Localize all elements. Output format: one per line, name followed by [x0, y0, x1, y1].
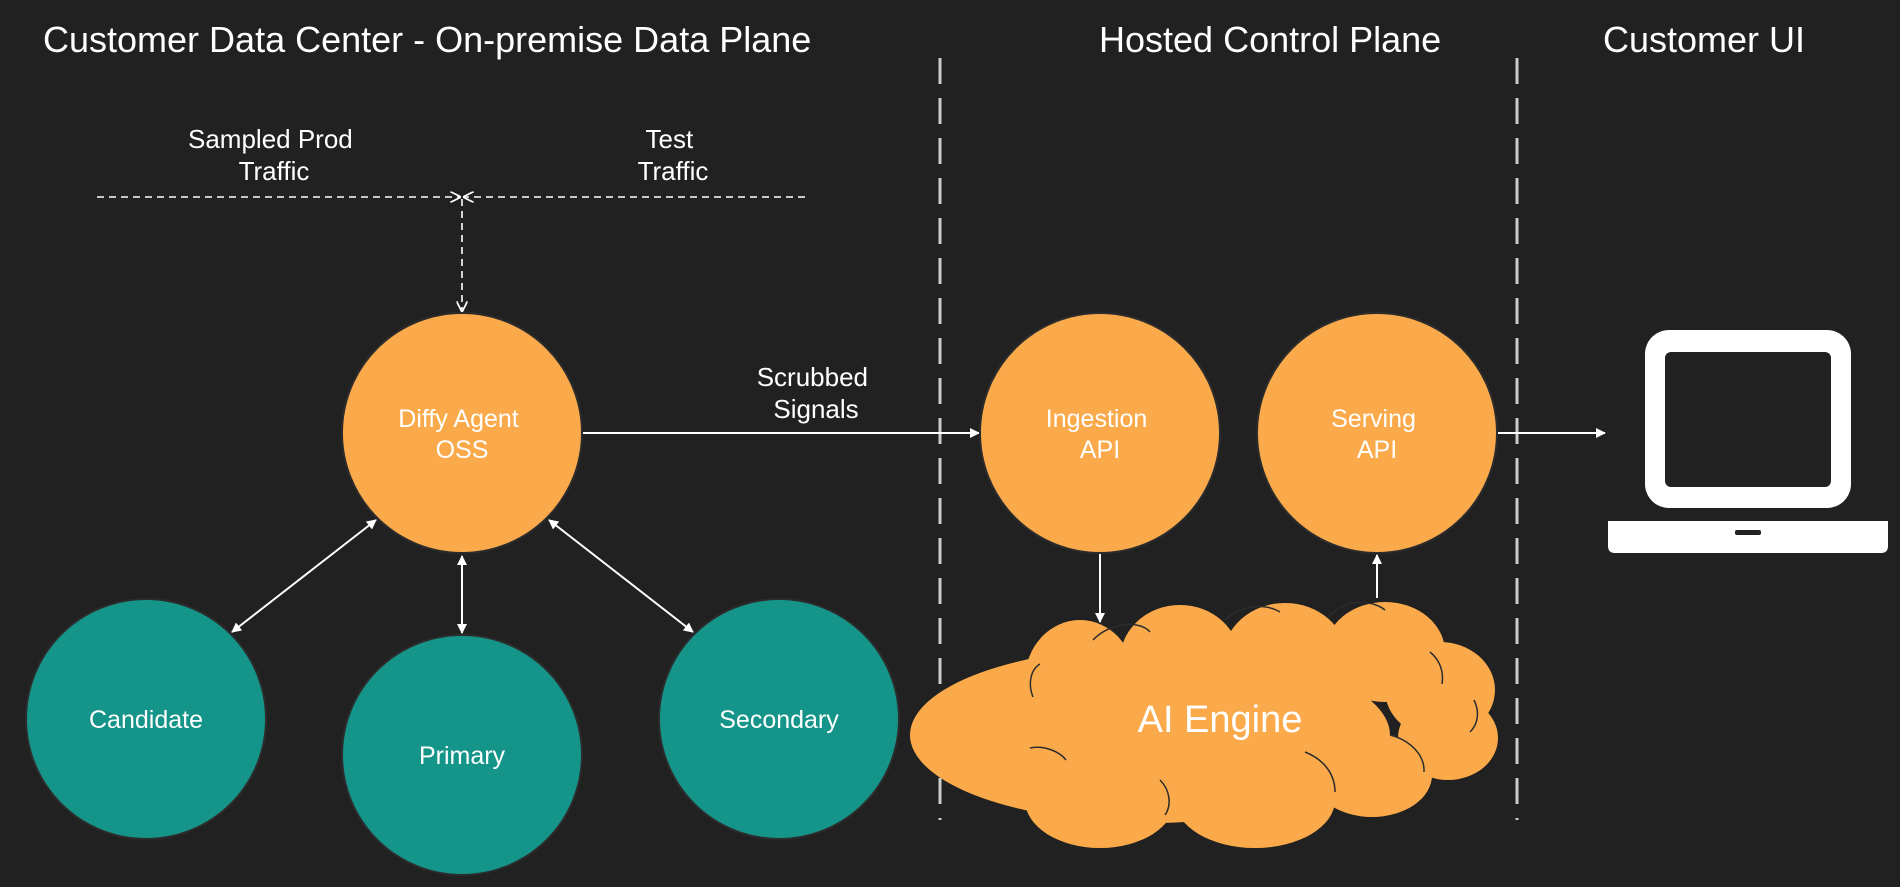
laptop-icon: [1608, 330, 1888, 553]
section-title-data-center: Customer Data Center - On-premise Data P…: [43, 19, 811, 60]
node-diffy-agent-label: Diffy Agent OSS: [398, 405, 525, 464]
node-primary: Primary: [341, 634, 583, 876]
node-ingestion-api: Ingestion API: [979, 312, 1221, 554]
node-secondary-label: Secondary: [719, 706, 839, 734]
section-title-customer-ui: Customer UI: [1603, 19, 1805, 60]
node-ingestion-api-label: Ingestion API: [1046, 405, 1154, 464]
node-diffy-agent: Diffy Agent OSS: [341, 312, 583, 554]
node-candidate-label: Candidate: [89, 706, 203, 734]
node-serving-api-label: Serving API: [1331, 405, 1423, 464]
agent-candidate-arrow: [231, 519, 377, 633]
node-serving-api: Serving API: [1256, 312, 1498, 554]
scrubbed-signals-label: Scrubbed Signals: [757, 362, 876, 424]
node-secondary: Secondary: [658, 598, 900, 840]
traffic-label-test: Test Traffic: [638, 124, 709, 186]
agent-secondary-arrow: [548, 519, 694, 633]
traffic-label-sampled-prod: Sampled Prod Traffic: [188, 124, 360, 186]
ai-engine-cloud: AI Engine: [910, 601, 1498, 848]
node-primary-label: Primary: [419, 742, 506, 770]
node-candidate: Candidate: [25, 598, 267, 840]
section-title-control-plane: Hosted Control Plane: [1099, 19, 1441, 60]
ai-engine-label: AI Engine: [1138, 699, 1303, 741]
